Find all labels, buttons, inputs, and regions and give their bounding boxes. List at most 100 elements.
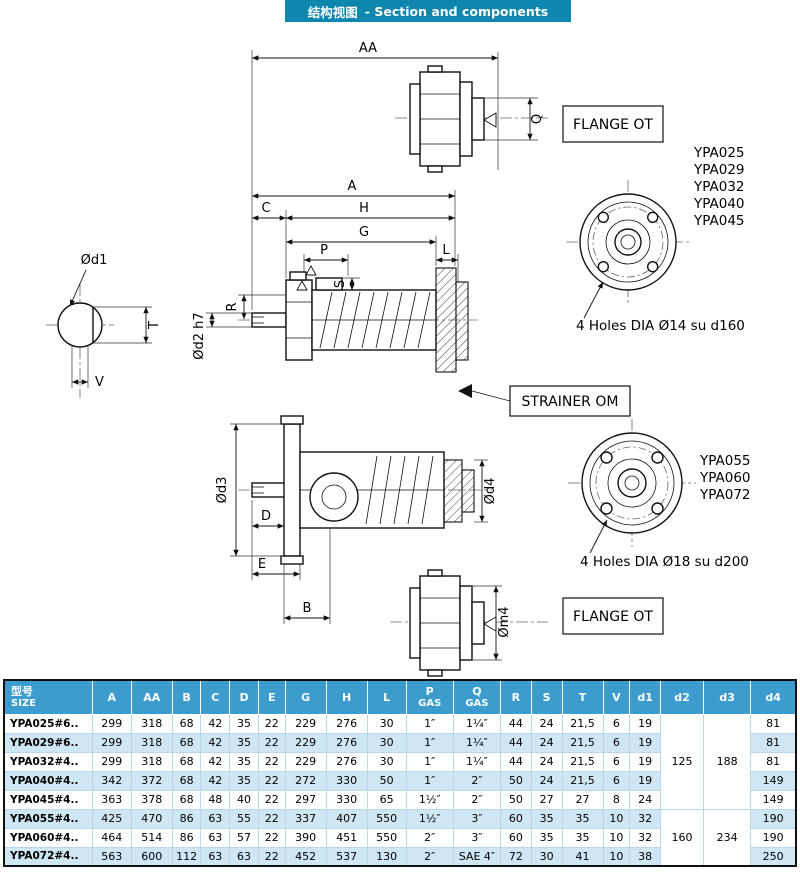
value-cell: 600 <box>130 846 173 867</box>
value-cell: 21,5 <box>561 751 604 772</box>
value-cell: 35 <box>561 827 604 848</box>
merged-cell-d2: 125 <box>659 713 705 810</box>
dim-d3: Ød3 <box>215 423 284 557</box>
flange-ot-box-top: FLANGE OT <box>562 105 664 143</box>
lower-pump-section <box>238 415 492 565</box>
dim-v: V <box>71 346 104 390</box>
dim-label-e: E <box>258 557 266 572</box>
title-chinese: 结构视图 <box>307 4 358 20</box>
value-cell: 68 <box>171 789 202 810</box>
value-cell: 337 <box>284 808 327 829</box>
value-cell: 68 <box>171 713 202 734</box>
model-name: YPA029 <box>693 162 745 178</box>
dim-m4: Øm4 <box>470 585 512 661</box>
value-cell: 470 <box>130 808 173 829</box>
value-cell: 1″ <box>405 770 454 791</box>
value-cell: 24 <box>530 751 563 772</box>
value-cell: 6 <box>602 751 631 772</box>
value-cell: 149 <box>750 770 797 791</box>
value-cell: 330 <box>325 770 368 791</box>
technical-drawing: Q FLANGE OT YPA025 YPA029 YPA032 YPA040 … <box>46 41 751 677</box>
model-cell: YPA045#4.. <box>3 789 93 810</box>
column-header: d2 <box>659 679 705 715</box>
value-cell: 8 <box>602 789 631 810</box>
merged-cell-d2: 160 <box>659 808 705 867</box>
model-list-large: YPA055 YPA060 YPA072 <box>699 453 751 503</box>
value-cell: 537 <box>325 846 368 867</box>
dim-label-h: H <box>359 201 369 216</box>
value-cell: 550 <box>366 808 407 829</box>
value-cell: 35 <box>229 732 259 753</box>
dim-label-d4: Ød4 <box>483 478 498 505</box>
value-cell: 299 <box>91 713 132 734</box>
column-header: d1 <box>629 679 661 715</box>
model-cell: YPA072#4.. <box>3 846 93 867</box>
dim-label-q: Q <box>530 114 545 124</box>
dim-label-a: A <box>348 179 357 194</box>
value-cell: 81 <box>750 713 797 734</box>
value-cell: 407 <box>325 808 368 829</box>
value-cell: 21,5 <box>561 713 604 734</box>
model-name: YPA040 <box>693 196 745 212</box>
value-cell: 19 <box>629 713 661 734</box>
value-cell: 1″ <box>405 713 454 734</box>
value-cell: 86 <box>171 808 202 829</box>
value-cell: 330 <box>325 789 368 810</box>
value-cell: 21,5 <box>561 770 604 791</box>
model-cell: YPA040#4.. <box>3 770 93 791</box>
value-cell: 342 <box>91 770 132 791</box>
dim-label-d: D <box>261 509 271 524</box>
value-cell: 425 <box>91 808 132 829</box>
model-name: YPA032 <box>693 179 745 195</box>
value-cell: 72 <box>499 846 532 867</box>
value-cell: 32 <box>629 808 661 829</box>
model-cell: YPA060#4.. <box>3 827 93 848</box>
value-cell: 22 <box>257 808 286 829</box>
holes-note-large: 4 Holes DIA Ø18 su d200 <box>580 554 749 570</box>
value-cell: 1″ <box>405 751 454 772</box>
value-cell: 276 <box>325 713 368 734</box>
column-header: C <box>200 679 231 715</box>
value-cell: 272 <box>284 770 327 791</box>
column-header: E <box>257 679 286 715</box>
dim-label-v: V <box>95 375 104 390</box>
dim-label-m4: Øm4 <box>497 606 512 637</box>
value-cell: 35 <box>229 751 259 772</box>
value-cell: 19 <box>629 770 661 791</box>
dim-d: D <box>251 500 284 580</box>
column-header: AA <box>130 679 173 715</box>
flange-ot-label-top: FLANGE OT <box>573 117 653 133</box>
value-cell: 6 <box>602 732 631 753</box>
value-cell: 68 <box>171 751 202 772</box>
value-cell: 1¼″ <box>452 713 501 734</box>
value-cell: 42 <box>200 751 231 772</box>
model-cell: YPA032#4.. <box>3 751 93 772</box>
column-header: d4 <box>750 679 797 715</box>
dim-r: R <box>225 294 286 319</box>
value-cell: 514 <box>130 827 173 848</box>
value-cell: 250 <box>750 846 797 867</box>
value-cell: 63 <box>229 846 259 867</box>
value-cell: 10 <box>602 827 631 848</box>
column-header: B <box>171 679 202 715</box>
model-cell: YPA025#6.. <box>3 713 93 734</box>
dim-d4: Ød4 <box>474 459 498 523</box>
value-cell: 50 <box>499 789 532 810</box>
value-cell: 6 <box>602 713 631 734</box>
dim-label-p: P <box>320 243 328 258</box>
value-cell: 68 <box>171 732 202 753</box>
model-cell: YPA029#6.. <box>3 732 93 753</box>
value-cell: 30 <box>366 732 407 753</box>
value-cell: 63 <box>200 846 231 867</box>
value-cell: 40 <box>229 789 259 810</box>
value-cell: 42 <box>200 732 231 753</box>
value-cell: 297 <box>284 789 327 810</box>
value-cell: 378 <box>130 789 173 810</box>
value-cell: 41 <box>561 846 604 867</box>
